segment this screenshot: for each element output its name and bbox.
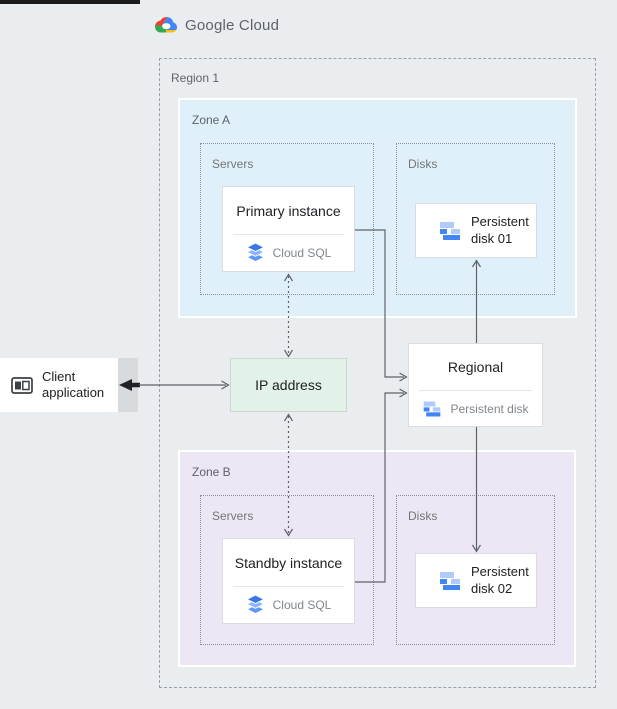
persistent-disk-icon — [440, 571, 460, 590]
zone-b-disks-label: Disks — [408, 509, 438, 523]
divider — [233, 586, 344, 587]
standby-instance-node: Standby instance Cloud SQL — [222, 538, 355, 624]
regional-product: Persistent disk — [409, 391, 542, 426]
zone-a-disks-label: Disks — [408, 157, 438, 171]
ip-address-node: IP address — [230, 358, 347, 412]
top-crop-bar — [0, 0, 140, 4]
client-application-node: Client application — [0, 358, 118, 412]
primary-instance-node: Primary instance Cloud SQL — [222, 186, 355, 272]
zone-a-servers-group: Servers — [200, 143, 374, 295]
primary-instance-title: Primary instance — [236, 202, 341, 219]
persistent-disk-icon — [424, 401, 441, 416]
brand-name: Google Cloud — [185, 17, 280, 34]
google-cloud-cloud-icon — [155, 17, 177, 33]
ip-address-label: IP address — [255, 377, 322, 393]
region-label: Region 1 — [171, 71, 220, 85]
client-bold-arrowhead — [119, 379, 140, 391]
persistent-disk-01-node: Persistent disk 01 — [415, 203, 537, 258]
region-boundary: Region 1 — [159, 58, 596, 688]
cloud-sql-icon — [245, 594, 265, 615]
divider — [233, 234, 344, 235]
persistent-disk-02-label: Persistent disk 02 — [471, 563, 529, 596]
zone-b-servers-group: Servers — [200, 495, 374, 645]
zone-b-label: Zone B — [192, 465, 231, 479]
zone-a-servers-label: Servers — [212, 157, 254, 171]
zone-a-label: Zone A — [192, 113, 231, 127]
client-application-label: Client application — [42, 368, 105, 400]
zone-b-disks-group: Disks — [396, 495, 555, 645]
persistent-disk-02-node: Persistent disk 02 — [415, 553, 537, 608]
google-cloud-logo: Google Cloud — [154, 16, 279, 35]
zone-a-disks-group: Disks — [396, 143, 555, 295]
regional-title: Regional — [447, 359, 504, 375]
persistent-disk-01-label: Persistent disk 01 — [471, 213, 529, 246]
zone-b-servers-label: Servers — [212, 509, 254, 523]
cloud-sql-label: Cloud SQL — [272, 246, 332, 260]
regional-disk-node: Regional Persistent disk — [408, 343, 543, 427]
application-window-icon — [11, 376, 33, 394]
divider — [419, 390, 532, 391]
persistent-disk-icon — [440, 221, 460, 240]
cloud-sql-icon — [245, 242, 265, 263]
standby-instance-product: Cloud SQL — [223, 587, 354, 623]
standby-instance-title: Standby instance — [234, 554, 343, 571]
cloud-sql-label: Cloud SQL — [272, 598, 332, 612]
regional-product-label: Persistent disk — [450, 401, 529, 416]
primary-instance-product: Cloud SQL — [223, 235, 354, 271]
